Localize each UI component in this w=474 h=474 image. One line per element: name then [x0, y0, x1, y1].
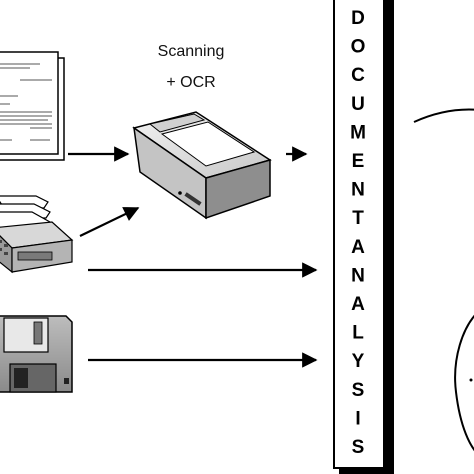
analysis-letter: T: [352, 208, 364, 229]
fax-printer-icon: [0, 195, 74, 274]
analysis-letter: S: [352, 437, 365, 458]
floppy-disk-icon: [0, 315, 73, 393]
analysis-letter: A: [351, 294, 365, 315]
analysis-letter: L: [352, 323, 364, 344]
analysis-letter: S: [352, 380, 365, 401]
analysis-letter: M: [350, 122, 366, 143]
right-curve-shapes: [413, 108, 474, 452]
analysis-letter: D: [351, 8, 365, 29]
scanning-label: Scanning: [158, 43, 225, 60]
analysis-letter: E: [352, 151, 365, 172]
analysis-letter: U: [351, 94, 365, 115]
analysis-letter: A: [351, 237, 365, 258]
analysis-letter: C: [351, 65, 365, 86]
analysis-letter: N: [351, 180, 365, 201]
analysis-letter: O: [351, 37, 366, 58]
scanner-icon: [132, 111, 272, 220]
printer-to-scanner-arrow: [79, 207, 140, 237]
analysis-letter: Y: [352, 351, 365, 372]
analysis-letter: N: [351, 265, 365, 286]
ocr-label: + OCR: [166, 74, 215, 91]
printed-document-icon: [0, 51, 65, 161]
analysis-letter: I: [355, 408, 360, 429]
